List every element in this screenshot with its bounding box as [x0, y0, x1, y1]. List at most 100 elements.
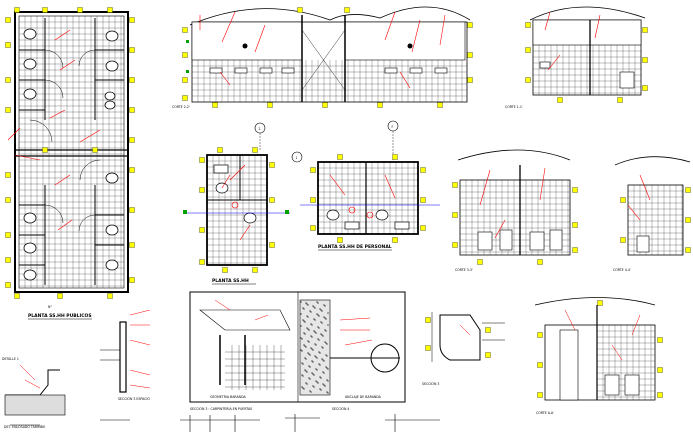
dimension-marker	[129, 167, 135, 173]
concrete-stipple	[322, 371, 324, 373]
dimension-marker	[537, 362, 543, 368]
dimension-marker	[642, 27, 648, 33]
section-2-2: CORTE 2-2' CORTE 1-1'	[172, 6, 523, 109]
dimension-marker	[467, 52, 473, 58]
dimension-marker	[537, 259, 543, 265]
dimension-marker	[5, 107, 11, 113]
concrete-stipple	[305, 346, 307, 348]
concrete-stipple	[305, 370, 307, 372]
dimension-marker	[129, 137, 135, 143]
dimension-marker	[199, 187, 205, 193]
concrete-stipple	[306, 327, 308, 329]
cut-1-title: CORTE 1-1'	[505, 105, 523, 109]
concrete-stipple	[308, 341, 310, 343]
dimension-marker	[452, 242, 458, 248]
concrete-stipple	[326, 343, 328, 345]
dimension-marker	[252, 267, 258, 273]
concrete-stipple	[307, 328, 309, 330]
dimension-marker	[42, 7, 48, 13]
dimension-marker	[92, 147, 98, 153]
section-3-title: SECCION 3	[422, 382, 439, 386]
dimension-marker	[5, 232, 11, 238]
concrete-stipple	[303, 308, 305, 310]
concrete-stipple	[307, 304, 309, 306]
concrete-stipple	[326, 355, 328, 357]
dimension-marker	[212, 102, 218, 108]
dimension-marker	[420, 197, 426, 203]
dimension-marker	[657, 337, 663, 343]
dimension-marker	[537, 332, 543, 338]
dimension-marker	[467, 77, 473, 83]
concrete-stipple	[313, 318, 315, 320]
concrete-stipple	[315, 332, 317, 334]
dimension-marker	[392, 237, 398, 243]
cut-4-title: CORTE 4-4'	[613, 268, 631, 272]
dimension-marker	[5, 197, 11, 203]
concrete-stipple	[324, 305, 326, 307]
concrete-stipple	[302, 319, 304, 321]
dimension-marker	[485, 352, 491, 358]
concrete-stipple	[308, 365, 310, 367]
concrete-stipple	[319, 376, 321, 378]
axis-1-label: 1	[296, 156, 298, 160]
concrete-stipple	[310, 323, 312, 325]
concrete-stipple	[301, 374, 303, 376]
dimension-marker	[420, 167, 426, 173]
dimension-marker	[182, 27, 188, 33]
dimension-marker	[5, 17, 11, 23]
plan-ss-title: PLANTA SS.HH	[212, 278, 249, 284]
concrete-stipple	[312, 305, 314, 307]
dimension-marker	[129, 207, 135, 213]
concrete-stipple	[310, 311, 312, 313]
dimension-marker	[392, 154, 398, 160]
dimension-marker	[437, 102, 443, 108]
dimension-marker	[572, 247, 578, 253]
concrete-stipple	[316, 369, 318, 371]
dimension-marker	[425, 317, 431, 323]
cut-3-title: CORTE 3-3'	[455, 268, 473, 272]
concrete-stipple	[312, 385, 314, 387]
concrete-stipple	[315, 368, 317, 370]
concrete-stipple	[320, 389, 322, 391]
dimension-marker	[107, 7, 113, 13]
dimension-marker	[182, 52, 188, 58]
concrete-stipple	[312, 349, 314, 351]
concrete-stipple	[318, 351, 320, 353]
concrete-stipple	[309, 378, 311, 380]
dimension-marker	[199, 227, 205, 233]
dimension-marker	[525, 47, 531, 53]
public-toilets-plan: PLANTA SS.HH PUBLICOS N°	[5, 7, 135, 320]
concrete-stipple	[325, 342, 327, 344]
concrete-stipple	[326, 367, 328, 369]
dimension-marker	[620, 197, 626, 203]
concrete-stipple	[317, 302, 319, 304]
dimension-marker	[322, 102, 328, 108]
concrete-stipple	[301, 338, 303, 340]
concrete-stipple	[324, 341, 326, 343]
dimension-marker	[420, 225, 426, 231]
dimension-marker	[5, 257, 11, 263]
concrete-stipple	[313, 306, 315, 308]
concrete-stipple	[323, 372, 325, 374]
dimension-marker	[57, 293, 63, 299]
concrete-stipple	[306, 371, 308, 373]
cut-a-title: CORTE A-A'	[536, 411, 554, 415]
concrete-stipple	[306, 315, 308, 317]
concrete-stipple	[307, 340, 309, 342]
dimension-marker	[620, 237, 626, 243]
svg-text:N°: N°	[48, 305, 52, 309]
section-spacer-title: SECCION 3 ESPACIO	[118, 397, 150, 401]
concrete-stipple	[322, 359, 324, 361]
concrete-stipple	[302, 375, 304, 377]
concrete-stipple	[300, 301, 302, 303]
det-floor-title: DET. ENLOSADO TARIMBO	[4, 425, 46, 429]
plan-public-title: PLANTA SS.HH PUBLICOS	[28, 313, 92, 319]
concrete-stipple	[316, 313, 318, 315]
section-carp-title: SECCION 3 : CARPINTERIA EN PUERTAS	[190, 407, 252, 411]
concrete-stipple	[327, 392, 329, 394]
concrete-stipple	[304, 333, 306, 335]
concrete-stipple	[317, 326, 319, 328]
concrete-stipple	[300, 313, 302, 315]
ss-hh-plan: 2 1 PLANTA SS.HH	[183, 122, 303, 285]
concrete-stipple	[316, 301, 318, 303]
